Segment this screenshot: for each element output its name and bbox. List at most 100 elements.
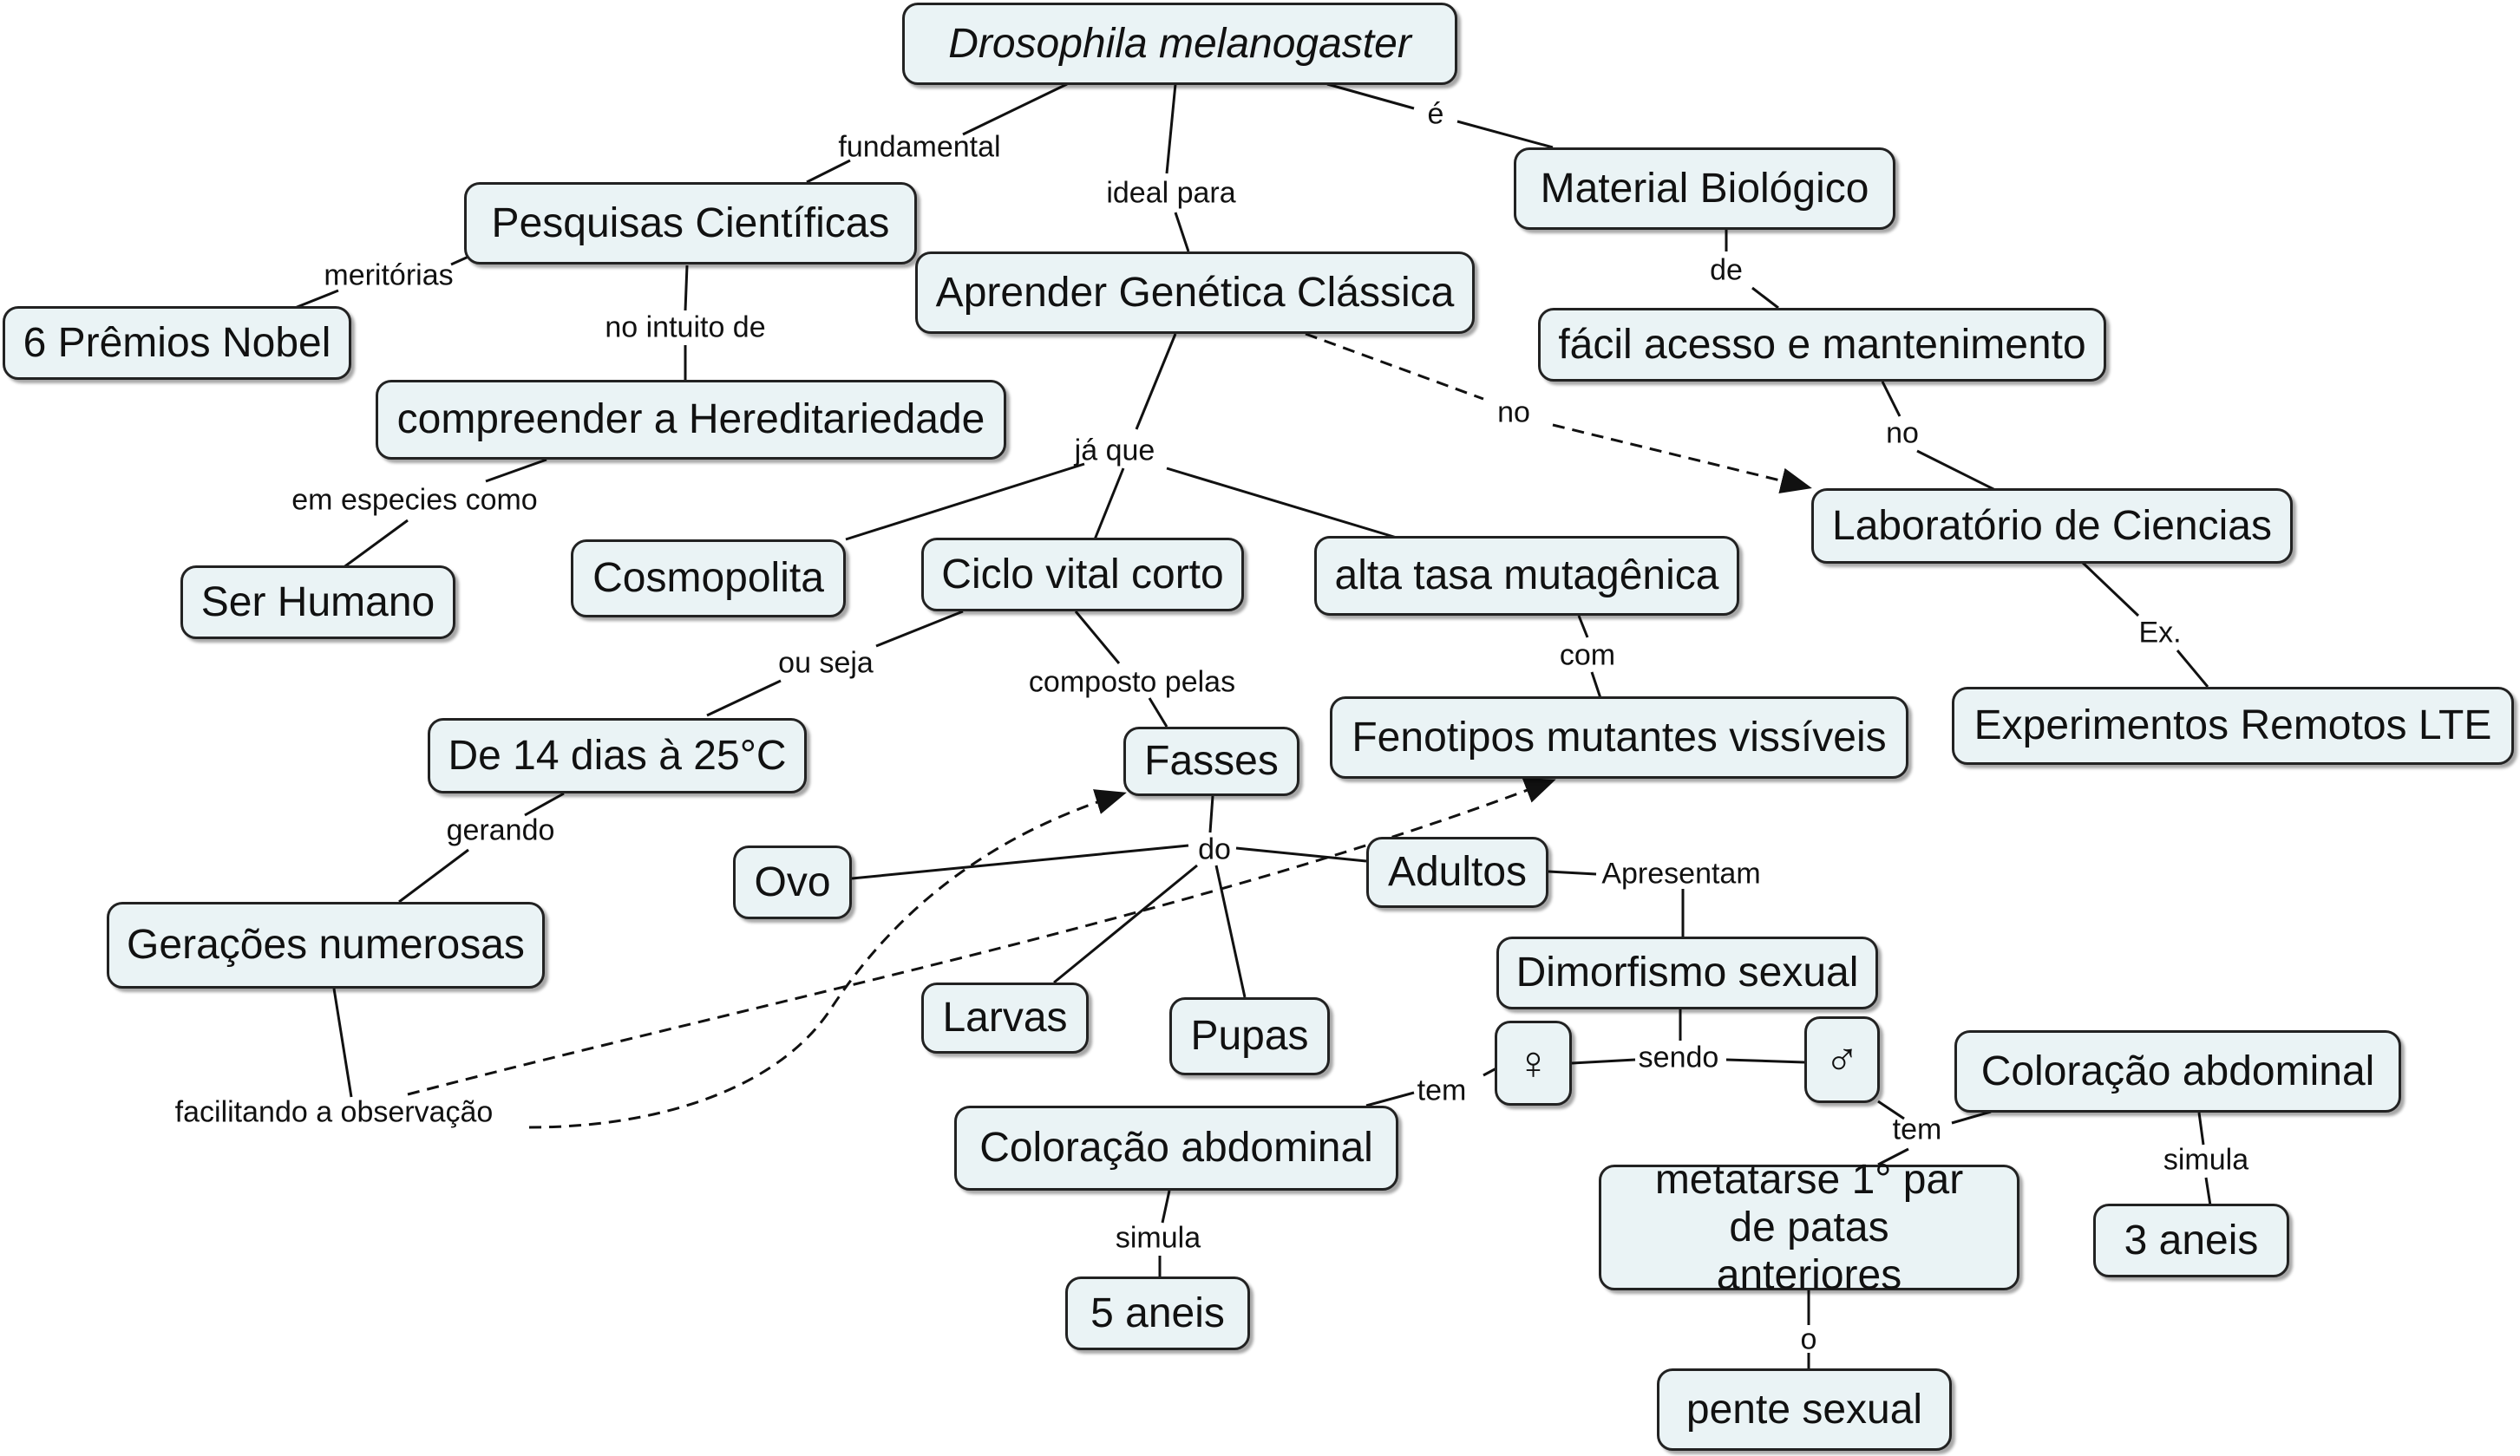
node-5-aneis: 5 aneis	[1065, 1276, 1250, 1350]
node-premios-nobel: 6 Prêmios Nobel	[3, 306, 351, 380]
link-ja-que: já que	[1074, 434, 1155, 467]
line-pesquisas-meritorias	[450, 255, 469, 266]
node-laboratorio-ciencias: Laboratório de Ciencias	[1811, 488, 2293, 564]
node-larvas: Larvas	[921, 983, 1089, 1054]
line-do-ovo	[851, 844, 1189, 880]
line-jaque-ciclo	[1093, 467, 1125, 540]
node-femea-symbol: ♀	[1495, 1021, 1572, 1106]
line-aprender-jaque	[1135, 333, 1177, 430]
line-drosophila-ideal	[1165, 83, 1177, 174]
link-o: o	[1800, 1322, 1817, 1356]
node-pupas: Pupas	[1169, 997, 1330, 1075]
line-do-larvas	[1053, 864, 1198, 984]
node-alta-tasa-mutagenica: alta tasa mutagênica	[1314, 536, 1739, 616]
node-metatarse: metatarse 1° par de patas anteriores	[1599, 1157, 2019, 1298]
line-ouseja-dias	[706, 679, 782, 717]
node-ovo: Ovo	[733, 846, 852, 919]
line-gerando-geracoes	[398, 848, 469, 904]
line-hered-especies	[485, 458, 547, 483]
node-cosmopolita: Cosmopolita	[571, 539, 846, 617]
line-do-adultos	[1235, 846, 1367, 863]
node-experimentos-remotos: Experimentos Remotos LTE	[1952, 687, 2514, 765]
line-femea-tem	[1483, 1067, 1497, 1077]
line-drosophila-e	[1326, 82, 1415, 110]
link-em-especies-como: em especies como	[291, 483, 538, 517]
line-sendo-macho	[1725, 1058, 1805, 1064]
node-material-biologico: Material Biológico	[1514, 147, 1895, 230]
link-apresentam: Apresentam	[1601, 857, 1761, 891]
node-ser-humano: Ser Humano	[180, 565, 455, 639]
line-muta-com	[1577, 615, 1589, 638]
link-tem-femea: tem	[1417, 1074, 1467, 1107]
line-tem-metatarse	[1877, 1147, 1909, 1166]
link-tem-macho: tem	[1892, 1113, 1942, 1146]
node-coloracao-abdominal-femea: Coloração abdominal	[954, 1106, 1398, 1191]
line-meritorias-nobel	[294, 289, 339, 310]
dashed-facilitando-fasses	[528, 789, 1127, 1129]
link-no-facil: no	[1886, 416, 1919, 450]
node-macho-symbol: ♂	[1804, 1016, 1880, 1103]
link-ou-seja: ou seja	[778, 646, 874, 680]
line-macho-tem	[1877, 1100, 1905, 1120]
node-coloracao-abdominal-macho: Coloração abdominal	[1954, 1030, 2401, 1113]
link-simula-macho: simula	[2163, 1143, 2249, 1177]
link-ex: Ex.	[2138, 616, 2182, 650]
line-jaque-muta	[1166, 467, 1397, 539]
link-simula-femea: simula	[1115, 1221, 1201, 1255]
node-dimorfismo-sexual: Dimorfismo sexual	[1496, 937, 1878, 1009]
node-3-aneis: 3 aneis	[2093, 1204, 2289, 1277]
link-no-aprender: no	[1497, 395, 1530, 429]
line-pesquisas-intuito	[684, 264, 689, 311]
line-no-lab	[1916, 449, 1996, 492]
line-e-material	[1456, 120, 1554, 149]
link-gerando: gerando	[446, 813, 555, 847]
line-lab-ex	[2080, 560, 2140, 617]
node-ciclo-vital-corto: Ciclo vital corto	[921, 538, 1244, 611]
line-especies-humano	[342, 519, 409, 570]
link-composto-pelas: composto pelas	[1028, 665, 1236, 699]
link-no-intuito-de: no intuito de	[605, 310, 766, 344]
line-ex-exp	[2176, 650, 2209, 688]
link-facilitando-a-observacao: facilitando a observação	[174, 1095, 494, 1129]
node-fenotipos-mutantes: Fenotipos mutantes vissíveis	[1330, 696, 1908, 779]
node-fasses: Fasses	[1123, 727, 1299, 796]
line-de-facil	[1751, 286, 1779, 310]
line-facil-no	[1881, 381, 1901, 417]
node-compreender-hereditariedade: compreender a Hereditariedade	[376, 380, 1006, 460]
node-facil-acesso: fácil acesso e mantenimento	[1538, 308, 2106, 382]
link-sendo: sendo	[1638, 1041, 1719, 1074]
link-fundamental: fundamental	[838, 130, 1001, 164]
line-fundamental-pesquisas	[806, 159, 851, 184]
node-adultos: Adultos	[1366, 837, 1548, 908]
line-ciclo-ouseja	[875, 610, 964, 648]
line-geracoes-facilitando	[332, 988, 353, 1098]
line-ideal-aprender	[1174, 212, 1190, 252]
link-de: de	[1710, 253, 1743, 287]
dashed-aprender-no	[1305, 332, 1484, 401]
dashed-no-laboratorio	[1552, 423, 1812, 493]
dashed-facilitando-fenotipos	[407, 778, 1556, 1096]
node-de-14-dias: De 14 dias à 25°C	[428, 718, 807, 793]
link-com: com	[1559, 638, 1616, 672]
line-simula-3aneis	[2204, 1177, 2212, 1206]
node-drosophila-melanogaster: Drosophila melanogaster	[902, 3, 1457, 85]
line-tem-coloracao-m	[1951, 1110, 1992, 1125]
line-coloracao-f-simula	[1161, 1190, 1171, 1224]
line-do-pupas	[1214, 865, 1247, 998]
link-ideal-para: ideal para	[1106, 176, 1236, 210]
line-composto-fasses	[1148, 697, 1168, 728]
line-coloracao-m-simula	[2197, 1112, 2205, 1146]
line-sendo-femea	[1571, 1058, 1636, 1065]
link-e: é	[1427, 97, 1444, 131]
link-meritorias: meritórias	[324, 258, 454, 292]
node-aprender-genetica-classica: Aprender Genética Clássica	[915, 251, 1475, 334]
line-dias-gerando	[524, 792, 565, 817]
line-fasses-do	[1208, 795, 1214, 833]
line-com-fenotipos	[1590, 671, 1602, 699]
line-adultos-apresentam	[1548, 870, 1597, 876]
line-drosophila-fundamental	[962, 82, 1068, 136]
link-do: do	[1198, 832, 1231, 866]
node-pesquisas-cientificas: Pesquisas Científicas	[464, 182, 917, 264]
line-tem-coloracao-f	[1365, 1091, 1415, 1107]
